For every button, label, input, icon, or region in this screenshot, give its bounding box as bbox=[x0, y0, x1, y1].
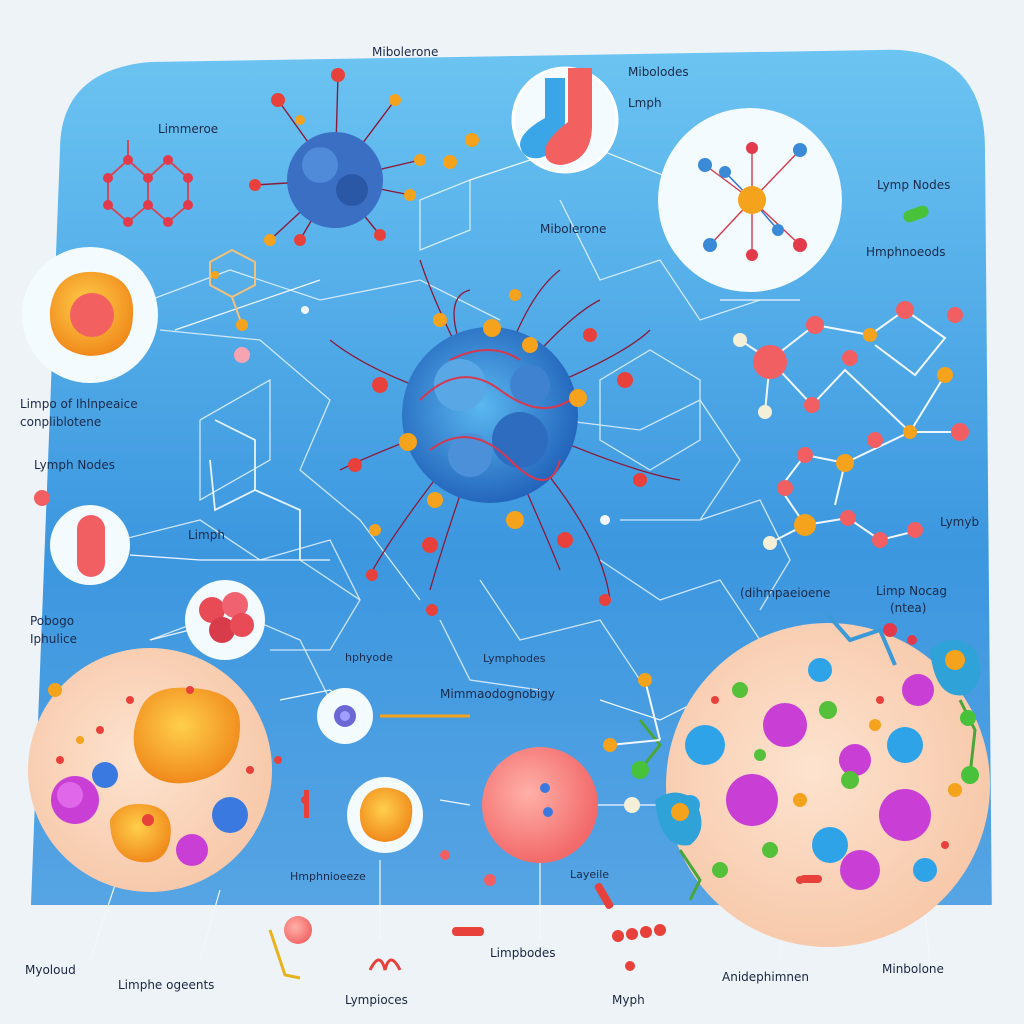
stick-molecule bbox=[609, 679, 661, 746]
label-minbolone: Minbolone bbox=[882, 962, 944, 976]
sock-icon-bubble bbox=[511, 66, 619, 174]
bottom-decorations bbox=[268, 916, 666, 980]
ring-fragment-left bbox=[209, 419, 301, 560]
benzene-fragment-left bbox=[209, 248, 256, 363]
cell-bottom-left bbox=[28, 648, 272, 892]
molecule-right bbox=[733, 205, 969, 550]
white-dot bbox=[624, 797, 640, 813]
label-layeile: Layeile bbox=[570, 868, 610, 881]
label-dihmpaeioene: (dihmpaeioene bbox=[740, 586, 831, 600]
red-dot bbox=[34, 490, 50, 506]
label-mibolodes: Mibolodes bbox=[628, 65, 689, 79]
label-hmphnoeods: Hmphnoeods bbox=[866, 245, 946, 259]
label-lympioces: Lympioces bbox=[345, 993, 408, 1007]
label-mibolerone-mid: Mibolerone bbox=[540, 222, 607, 236]
berry-cluster-bubble bbox=[185, 580, 265, 660]
label-lymp-nodes-right: Lymp Nodes bbox=[877, 178, 951, 192]
scattered-dots bbox=[274, 133, 822, 910]
label-limpo-line2: conpliblotene bbox=[20, 415, 102, 429]
label-limpbodes: Limpbodes bbox=[490, 946, 556, 960]
label-lymyb: Lymyb bbox=[940, 515, 980, 529]
molecule-bubble-top-right bbox=[658, 108, 842, 292]
molecule-cluster-top bbox=[249, 68, 426, 246]
label-limph: Limph bbox=[188, 528, 225, 542]
label-limp-nocag-line2: (ntea) bbox=[890, 601, 927, 615]
label-lmph: Lmph bbox=[628, 96, 662, 110]
label-pobogo-line1: Pobogo bbox=[30, 614, 75, 628]
cell-bottom-right bbox=[631, 613, 990, 947]
label-mibolerone-top: Mibolerone bbox=[372, 45, 439, 59]
central-molecule-cluster bbox=[329, 259, 681, 616]
small-cell-bubble bbox=[317, 688, 373, 744]
label-lymphodes: Lymphodes bbox=[483, 652, 546, 665]
label-myoloud: Myoloud bbox=[25, 963, 76, 977]
label-anidephimnen: Anidephimnen bbox=[722, 970, 809, 984]
hexagon-molecule-top-left bbox=[103, 140, 193, 227]
pill-bubble-left bbox=[50, 505, 130, 585]
label-limpo-line1: Limpo of Ihlnpeaice bbox=[20, 397, 138, 411]
label-mimmaodognobigy: Mimmaodognobigy bbox=[440, 687, 555, 701]
label-myph: Myph bbox=[612, 993, 645, 1007]
label-hphyode: hphyode bbox=[345, 651, 393, 664]
label-pobogo-line2: Iphulice bbox=[30, 632, 78, 646]
label-hmphnioeeze: Hmphnioeeze bbox=[290, 870, 366, 883]
label-limphe-ogeents: Limphe ogeents bbox=[118, 978, 215, 992]
label-limp-nocag-line1: Limp Nocag bbox=[876, 584, 948, 598]
label-lymph-nodes-left: Lymph Nodes bbox=[34, 458, 115, 472]
pink-sphere bbox=[482, 747, 598, 863]
cell-bubble-left bbox=[22, 247, 158, 383]
orange-cell-bubble bbox=[347, 777, 423, 853]
label-limmeroe: Limmeroe bbox=[158, 122, 219, 136]
